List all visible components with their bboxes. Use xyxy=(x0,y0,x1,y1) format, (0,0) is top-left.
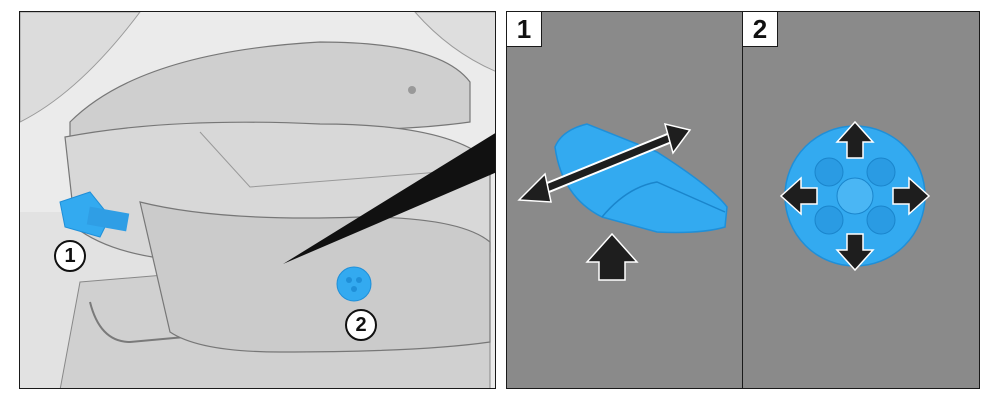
seat-dot xyxy=(408,86,416,94)
seat-overview-illustration: 1 2 xyxy=(19,11,496,389)
callout-lever: 1 xyxy=(54,240,86,272)
double-arrow-icon xyxy=(517,122,692,203)
cushion-seam xyxy=(199,131,441,188)
knob-part xyxy=(336,266,372,302)
arrow-up-icon xyxy=(835,120,875,159)
callout-knob: 2 xyxy=(345,309,377,341)
detail-panel-lever: 1 xyxy=(506,11,743,389)
rail-bar xyxy=(89,301,241,344)
detail-pointer xyxy=(283,133,495,264)
detail-panel-knob: 2 xyxy=(742,11,980,389)
lever-arm xyxy=(86,206,130,232)
lever-detail-drawing xyxy=(517,122,728,281)
arrow-right-icon xyxy=(892,176,931,216)
lift-arrow-icon xyxy=(585,232,639,281)
arrow-left-icon xyxy=(779,176,818,216)
detail-label: 2 xyxy=(743,12,778,47)
arrow-down-icon xyxy=(835,233,875,272)
knob-detail-drawing xyxy=(779,120,931,272)
detail-label: 1 xyxy=(507,12,542,47)
seat-drawing xyxy=(20,12,495,388)
console-shape xyxy=(414,12,495,72)
lever-body xyxy=(554,123,728,234)
seat-side-trim xyxy=(139,201,491,353)
door-panel xyxy=(20,12,141,123)
